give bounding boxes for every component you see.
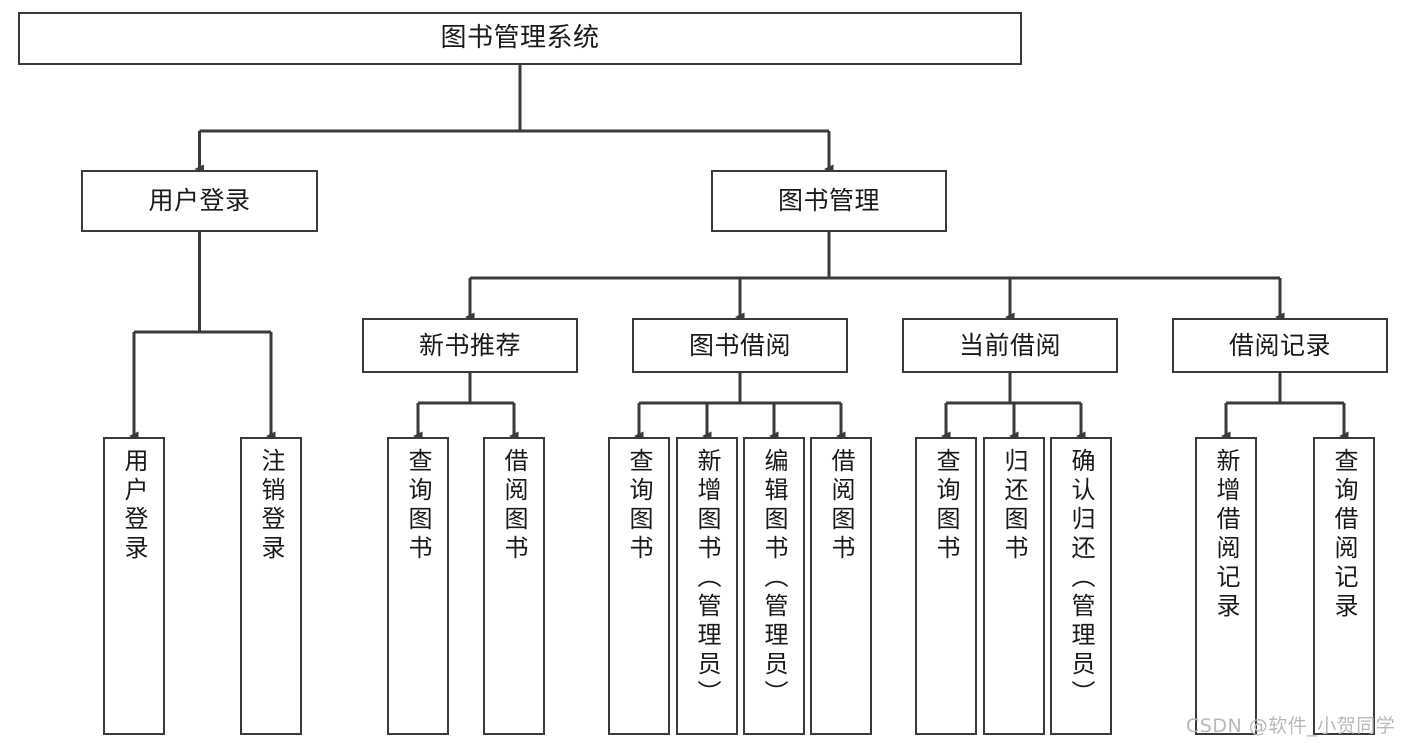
leaf-leaf-edit-book[interactable]: 编辑图书（管理员）: [743, 437, 805, 735]
leaf-leaf-confirm-return[interactable]: 确认归还（管理员）: [1050, 437, 1112, 735]
leaf-leaf-query-book-2[interactable]: 查询图书: [608, 437, 670, 735]
leaf-leaf-user-logout[interactable]: 注销登录: [240, 437, 302, 735]
node-new-book-recommend[interactable]: 新书推荐: [362, 318, 578, 373]
node-label: 新增图书（管理员）: [693, 448, 721, 709]
node-label: 查询图书: [625, 448, 653, 564]
node-label: 借阅图书: [500, 448, 528, 564]
leaf-leaf-add-record[interactable]: 新增借阅记录: [1195, 437, 1257, 735]
leaf-leaf-borrow-book-1[interactable]: 借阅图书: [483, 437, 545, 735]
node-label: 当前借阅: [958, 330, 1061, 360]
node-label: 归还图书: [1000, 448, 1028, 564]
leaf-leaf-add-book[interactable]: 新增图书（管理员）: [676, 437, 738, 735]
node-label: 图书借阅: [688, 330, 791, 360]
node-current-borrow[interactable]: 当前借阅: [902, 318, 1118, 373]
leaf-leaf-query-book-1[interactable]: 查询图书: [387, 437, 449, 735]
leaf-leaf-borrow-book-2[interactable]: 借阅图书: [810, 437, 872, 735]
node-label: 图书管理系统: [440, 23, 600, 54]
node-label: 查询图书: [404, 448, 432, 564]
node-label: 编辑图书（管理员）: [760, 448, 788, 709]
node-user-login[interactable]: 用户登录: [81, 170, 318, 232]
leaf-leaf-return-book[interactable]: 归还图书: [983, 437, 1045, 735]
node-label: 确认归还（管理员）: [1067, 448, 1095, 709]
node-book-manage[interactable]: 图书管理: [711, 170, 947, 232]
node-label: 新增借阅记录: [1212, 448, 1240, 622]
node-label: 用户登录: [148, 186, 251, 216]
node-label: 注销登录: [257, 448, 285, 564]
node-borrow-record[interactable]: 借阅记录: [1172, 318, 1388, 373]
node-label: 借阅图书: [827, 448, 855, 564]
watermark-label: CSDN @软件_小贺同学: [1186, 715, 1396, 737]
node-root[interactable]: 图书管理系统: [18, 12, 1022, 65]
node-label: 查询借阅记录: [1330, 448, 1358, 622]
leaf-leaf-user-login[interactable]: 用户登录: [103, 437, 165, 735]
node-label: 用户登录: [120, 448, 148, 564]
leaf-leaf-query-book-3[interactable]: 查询图书: [915, 437, 977, 735]
node-label: 新书推荐: [418, 330, 521, 360]
node-label: 图书管理: [777, 186, 880, 216]
node-label: 借阅记录: [1228, 330, 1331, 360]
leaf-leaf-query-record[interactable]: 查询借阅记录: [1313, 437, 1375, 735]
node-book-borrow[interactable]: 图书借阅: [632, 318, 848, 373]
node-label: 查询图书: [932, 448, 960, 564]
